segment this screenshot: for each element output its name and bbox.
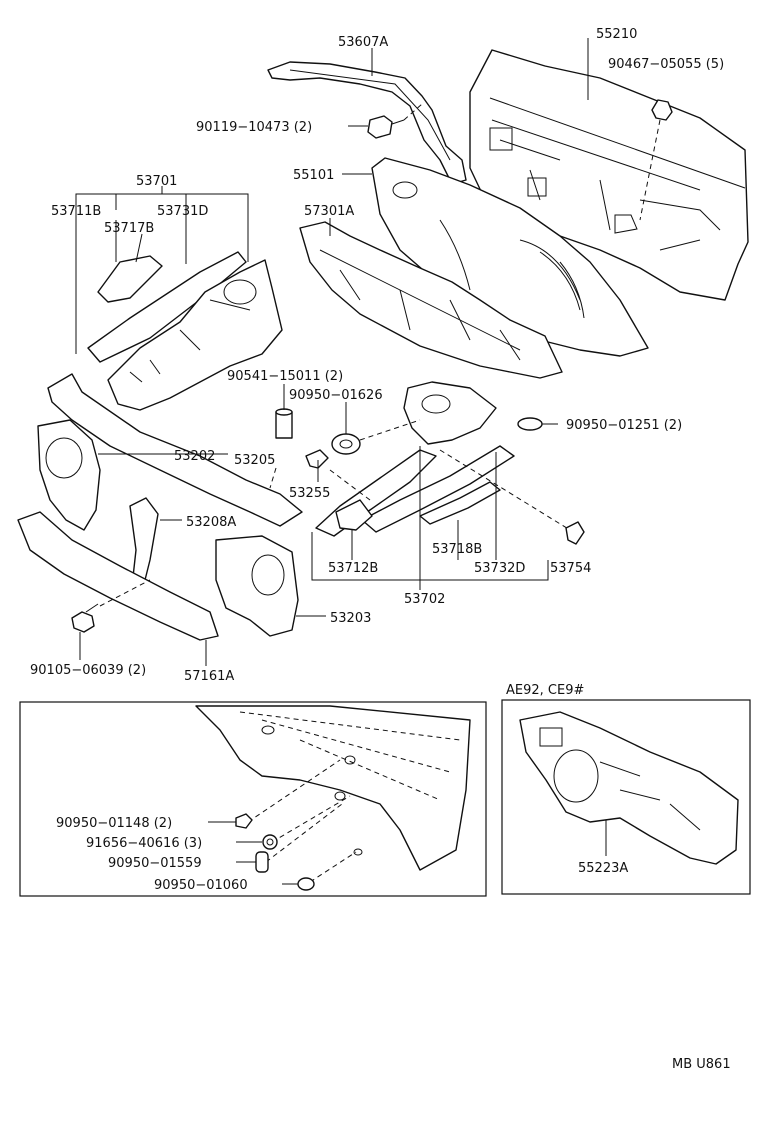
label-53754: 53754 [550, 561, 591, 576]
apron-53203-drawing [215, 535, 299, 637]
label-90119-10473: 90119−10473 (2) [196, 120, 312, 135]
lower-crossmember-57161A-drawing [17, 511, 219, 641]
clip-90467-icon [651, 99, 673, 121]
label-53208A: 53208A [186, 515, 236, 530]
cowl-57301A-drawing [299, 221, 563, 379]
label-53202: 53202 [174, 449, 215, 464]
label-55223A: 55223A [578, 861, 628, 876]
label-53203: 53203 [330, 611, 371, 626]
label-57161A: 57161A [184, 669, 234, 684]
label-90950-01626: 90950−01626 [289, 388, 383, 403]
footer-code: MB U861 [672, 1057, 731, 1072]
bolt-90105-icon [71, 603, 99, 633]
bolt-90119-icon [367, 115, 405, 139]
label-90105-06039: 90105−06039 (2) [30, 663, 146, 678]
plug-90950-01559-icon [255, 851, 269, 873]
label-90950-01148: 90950−01148 (2) [56, 816, 172, 831]
label-53607A: 53607A [338, 35, 388, 50]
leader-lines [75, 38, 661, 666]
label-57301A: 57301A [304, 204, 354, 219]
label-91656-40616: 91656−40616 (3) [86, 836, 202, 851]
label-53255: 53255 [289, 486, 330, 501]
detail-box-left [19, 701, 487, 897]
label-53711B: 53711B [51, 204, 101, 219]
label-90541-15011: 90541−15011 (2) [227, 369, 343, 384]
label-90467-05055: 90467−05055 (5) [608, 57, 724, 72]
label-53731D: 53731D [157, 204, 208, 219]
apron-53202-drawing [37, 419, 101, 531]
label-53717B: 53717B [104, 221, 154, 236]
upper-crossmember-drawing [47, 373, 303, 527]
label-90950-01060: 90950−01060 [154, 878, 248, 893]
plug-90950-01060-icon [297, 877, 315, 891]
label-55101: 55101 [293, 168, 334, 183]
label-90950-01559: 90950−01559 [108, 856, 202, 871]
side-member-53701-drawing [87, 251, 283, 411]
variant-label: AE92, CE9# [506, 683, 584, 698]
label-53205: 53205 [234, 453, 275, 468]
label-90950-01251: 90950−01251 (2) [566, 418, 682, 433]
grommet-90950-01626-icon [331, 433, 361, 455]
label-55210: 55210 [596, 27, 637, 42]
clip-90950-01148-icon [235, 813, 253, 829]
label-53702: 53702 [404, 592, 445, 607]
plug-90950-01251-icon [517, 417, 543, 431]
label-53712B: 53712B [328, 561, 378, 576]
clip-53754-icon [565, 521, 585, 545]
label-53732D: 53732D [474, 561, 525, 576]
label-53701: 53701 [136, 174, 177, 189]
brace-53208A-drawing [129, 497, 159, 593]
plug-90541-icon [275, 408, 293, 439]
bracket-53255-icon [305, 449, 329, 469]
side-member-53702-drawing [315, 381, 515, 537]
nut-91656-icon [262, 834, 278, 850]
label-53718B: 53718B [432, 542, 482, 557]
detail-box-right [501, 699, 751, 895]
